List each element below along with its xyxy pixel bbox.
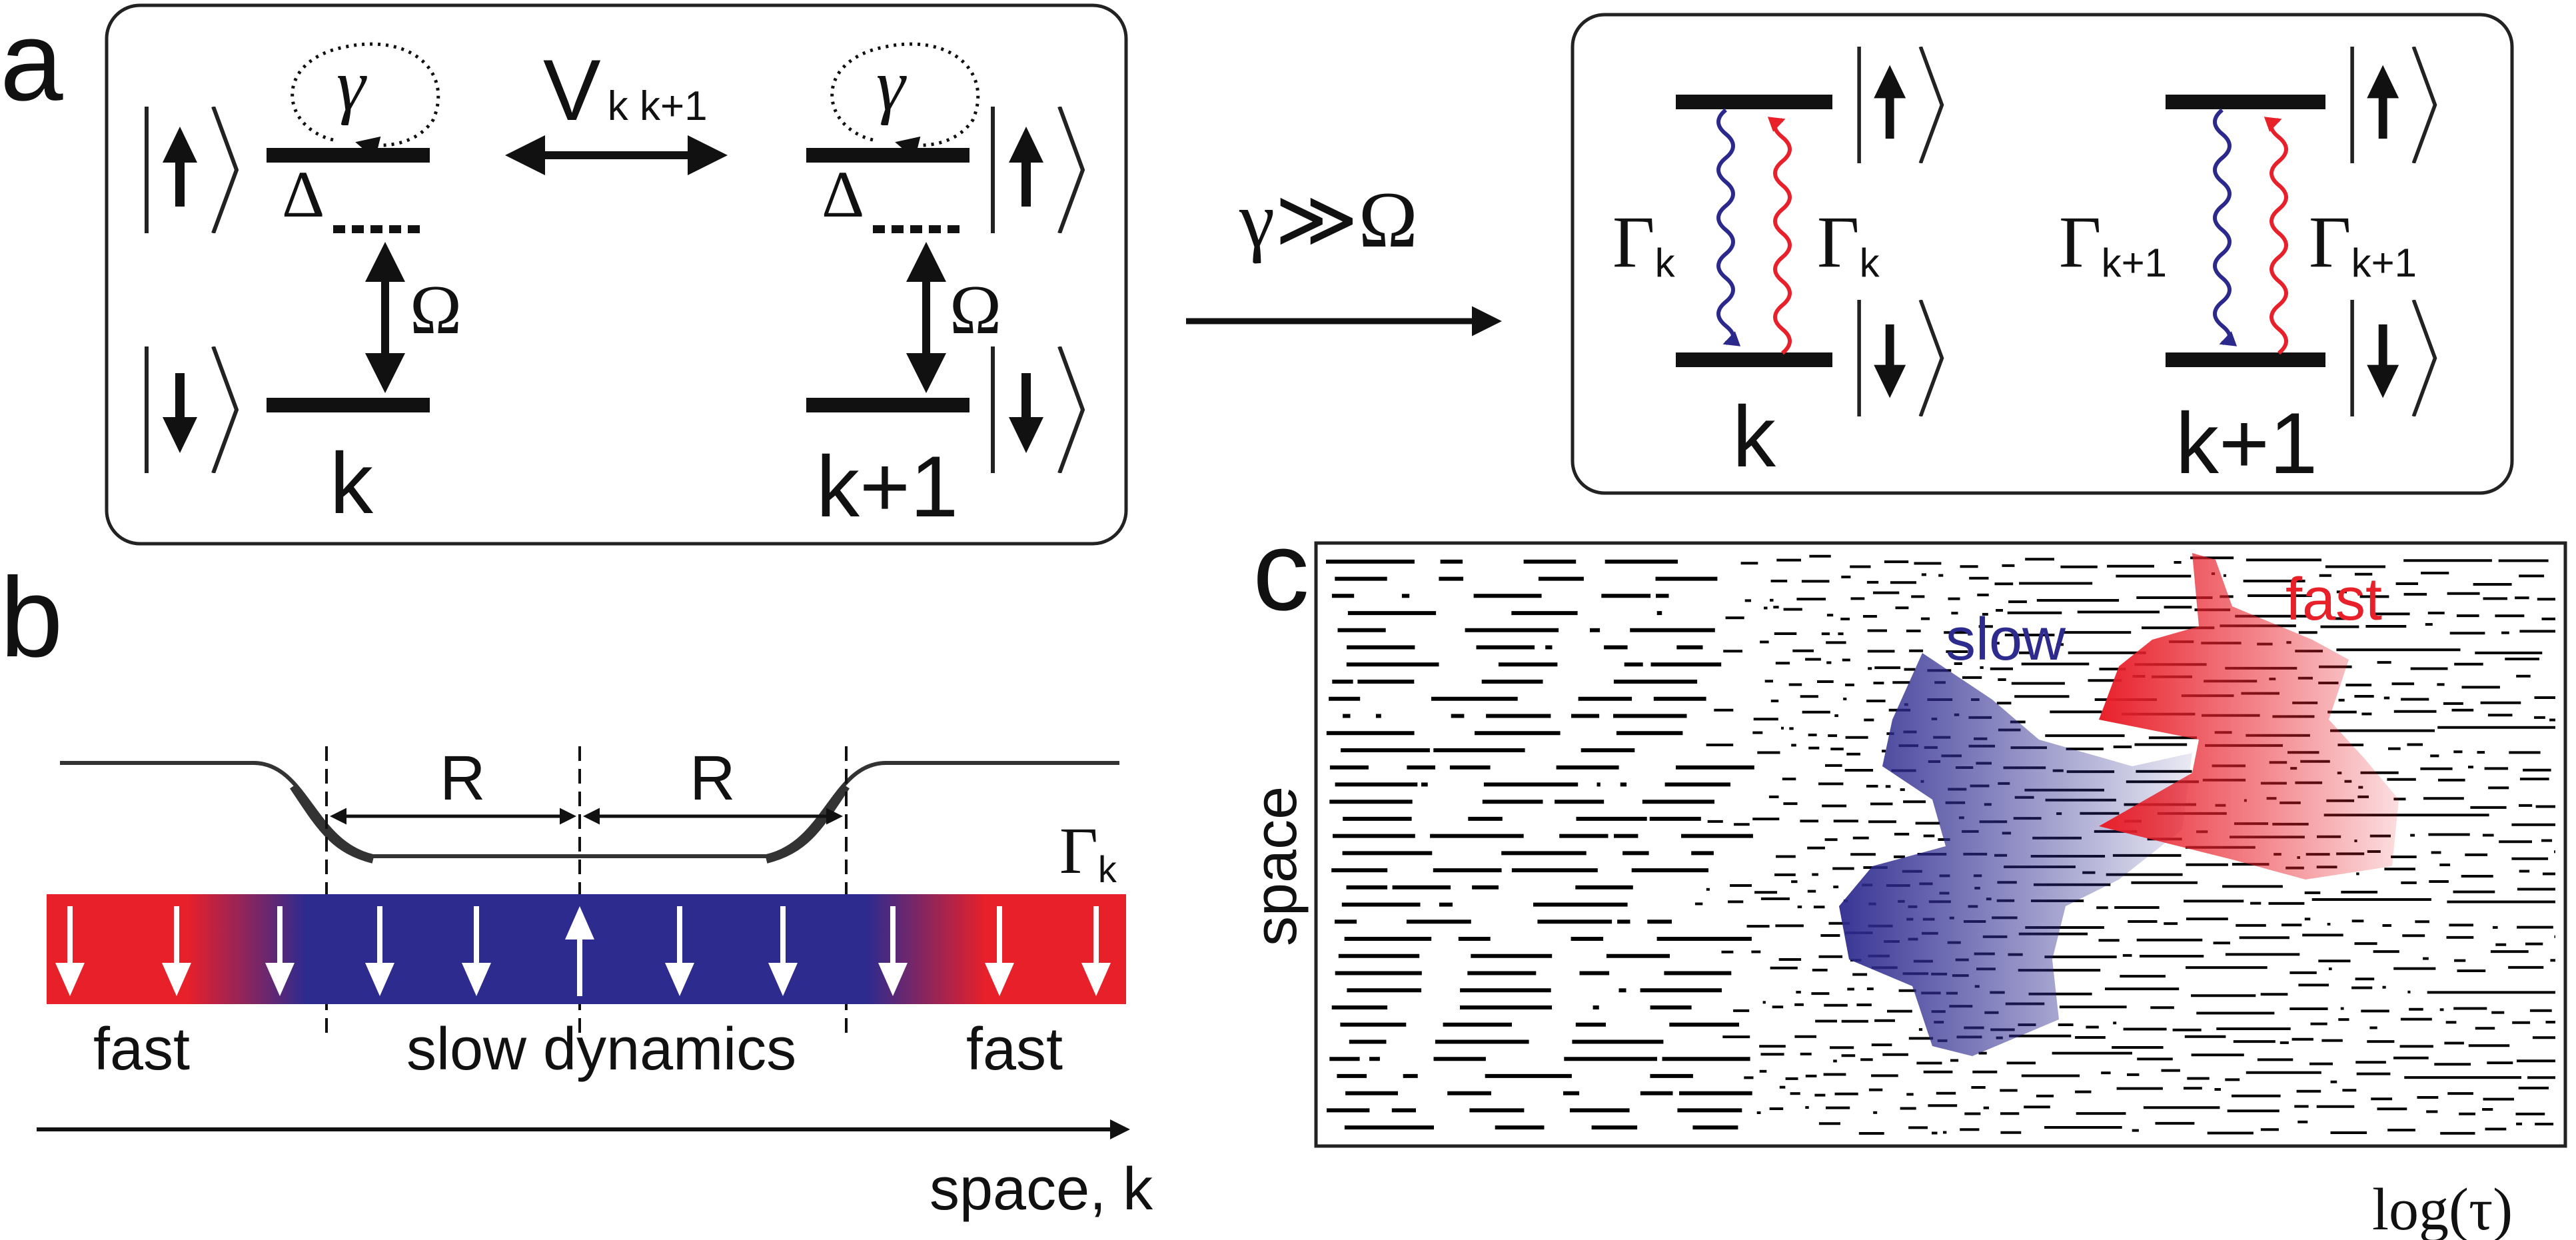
fast-label-left: fast — [93, 1016, 190, 1083]
radius-label-left: R — [440, 743, 486, 814]
site-label-k: k — [330, 434, 374, 532]
rate-label-k1-right: Γk+1 — [2309, 201, 2417, 285]
space-y-label: space — [1243, 786, 1309, 946]
decay-wave-k — [1716, 108, 1741, 346]
fast-region-label: fast — [2285, 566, 2382, 633]
rate-sub: k+1 — [2102, 241, 2167, 285]
ket-up-rate-k — [1859, 47, 1942, 163]
rate-profile-sub: k — [1098, 848, 1117, 890]
panel-a-right-box: Γk Γk k Γk+1 Γk+1 k+1 — [1571, 13, 2514, 495]
dephasing-loop-k1 — [830, 42, 980, 159]
gamma-label-k: γ — [336, 45, 367, 126]
excite-wave-k1 — [2263, 117, 2288, 355]
panel-a-letter: a — [0, 0, 63, 125]
rate-site-label-k1: k+1 — [2176, 394, 2317, 492]
spin-chain-bar — [47, 894, 1126, 1004]
ket-down-k — [147, 346, 237, 473]
space-axis-label: space, k — [930, 1156, 1153, 1223]
rate-label-k1-left: Γk+1 — [2059, 201, 2167, 285]
gamma-label-k1: γ — [876, 45, 907, 126]
log-tau-x-label: log(τ) — [2372, 1177, 2513, 1240]
excite-wave-k — [1767, 117, 1792, 355]
delta-label-k: Δ — [282, 157, 324, 231]
rate-site-label-k: k — [1732, 388, 1776, 485]
limit-transition: γ≫Ω — [1186, 175, 1502, 336]
slow-region-label: slow — [1946, 606, 2066, 673]
panel-c-letter: c — [1253, 508, 1309, 634]
radius-label-right: R — [690, 743, 736, 814]
ket-up-rate-k1 — [2352, 47, 2435, 163]
ket-down-k1 — [993, 346, 1083, 473]
omega-label-k: Ω — [410, 271, 462, 348]
rate-sub: k+1 — [2351, 241, 2417, 285]
coupling-subscript: k k+1 — [608, 83, 708, 129]
rate-label-k-right: Γk — [1817, 201, 1880, 285]
spin-arrows — [55, 906, 1111, 996]
omega-label-k1: Ω — [950, 271, 1001, 348]
ket-up-k — [147, 107, 237, 233]
rate-label-k-left: Γk — [1612, 201, 1676, 285]
spin-arrow-head — [365, 963, 394, 996]
delta-label-k1: Δ — [822, 157, 864, 231]
fast-region — [2099, 553, 2399, 880]
rate-sub: k — [1655, 241, 1676, 285]
rate-profile-label: Γk — [1059, 814, 1117, 890]
rate-profile-curve-thick — [290, 784, 850, 864]
spin-arrow-head — [55, 963, 85, 996]
panel-b: Γk R R fast slow dynamics fast space, k — [37, 743, 1153, 1223]
slow-region — [1839, 653, 2192, 1056]
site-label-k1: k+1 — [816, 438, 958, 535]
spin-arrow-head — [878, 963, 908, 996]
dephasing-loop-k — [291, 42, 440, 159]
spin-arrow-head — [985, 963, 1014, 996]
fast-label-right: fast — [966, 1016, 1063, 1083]
spin-arrow-head — [565, 906, 594, 939]
ket-down-rate-k — [1859, 300, 1942, 416]
spin-arrow-head — [1081, 963, 1111, 996]
ket-down-rate-k1 — [2352, 300, 2435, 416]
spin-arrow-head — [462, 963, 491, 996]
limit-label: γ≫Ω — [1239, 175, 1418, 264]
spin-arrow-head — [768, 963, 798, 996]
ket-up-k1 — [993, 107, 1083, 233]
panel-c: slow fast space log(τ) — [1243, 541, 2567, 1240]
spin-arrow-head — [265, 963, 295, 996]
spin-arrow-head — [665, 963, 694, 996]
panel-b-letter: b — [0, 554, 63, 681]
decay-wave-k1 — [2213, 108, 2238, 346]
rate-profile-curve — [60, 761, 1119, 858]
rate-sub: k — [1860, 241, 1880, 285]
slow-dynamics-label: slow dynamics — [406, 1016, 796, 1083]
spin-arrow-head — [162, 963, 191, 996]
